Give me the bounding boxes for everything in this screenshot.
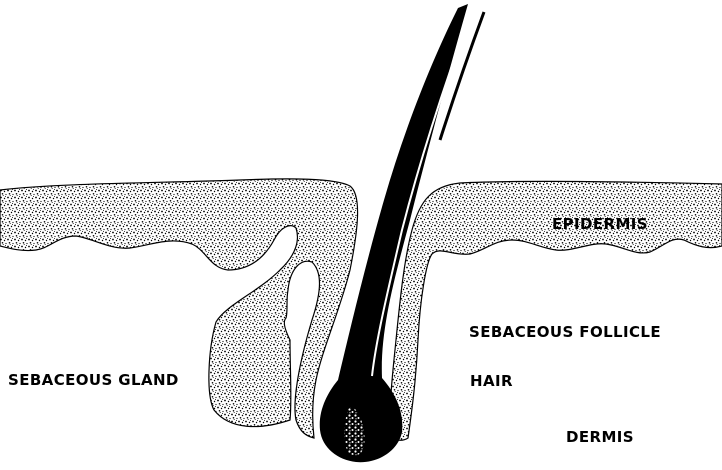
label-epidermis: EPIDERMIS	[552, 217, 648, 232]
label-hair: HAIR	[470, 374, 513, 389]
epidermis-left	[0, 179, 358, 438]
label-sebaceous-gland: SEBACEOUS GLAND	[8, 373, 179, 388]
label-dermis: DERMIS	[566, 430, 634, 445]
label-sebaceous-follicle: SEBACEOUS FOLLICLE	[469, 325, 661, 340]
